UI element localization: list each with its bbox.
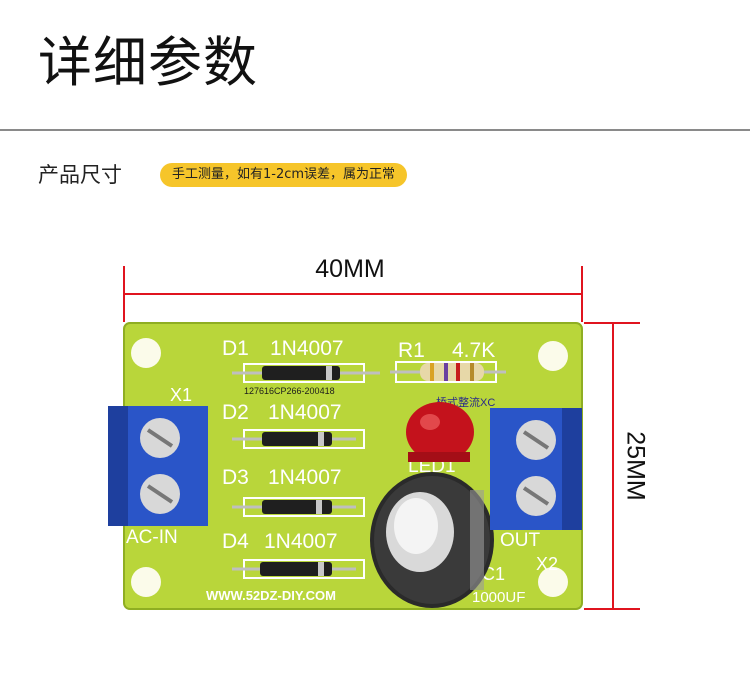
led-indicator: [406, 402, 474, 462]
website-label: WWW.52DZ-DIY.COM: [206, 588, 336, 603]
d2-label: D2: [222, 401, 249, 424]
d4-part: 1N4007: [264, 530, 338, 553]
terminal-x2: [490, 408, 582, 530]
mount-hole: [131, 338, 161, 368]
d1-part: 1N4007: [270, 337, 344, 360]
diode-d1: [232, 363, 380, 383]
size-section-label: 产品尺寸: [38, 163, 122, 187]
x2-label: X2: [536, 554, 558, 574]
diode-d2: [232, 429, 365, 449]
resistor-r1: [390, 361, 506, 383]
capacitor-c1: [370, 472, 494, 608]
width-label: 40MM: [315, 255, 384, 283]
serial-number: 127616CP266-200418: [244, 386, 335, 396]
d1-label: D1: [222, 337, 249, 360]
mount-hole: [538, 567, 568, 597]
pcb-board: D1 1N4007 127616CP266-200418 D2 1N4007 D…: [108, 322, 583, 610]
out-label: OUT: [500, 530, 541, 551]
d3-label: D3: [222, 466, 249, 489]
diode-d4: [232, 559, 365, 579]
height-dimension: 25MM: [584, 322, 649, 610]
measurement-note-badge: 手工测量，如有1-2cm误差，属为正常: [160, 163, 408, 187]
r1-label: R1: [398, 339, 425, 362]
cap-value: 1000UF: [472, 589, 525, 606]
r1-value: 4.7K: [452, 339, 495, 362]
diode-d3: [232, 497, 365, 517]
ac-in-label: AC-IN: [126, 527, 178, 548]
mount-hole: [538, 341, 568, 371]
header-divider: [0, 129, 750, 131]
page-title: 详细参数: [38, 31, 258, 94]
terminal-x1: [108, 406, 208, 526]
mount-hole: [131, 567, 161, 597]
x1-label: X1: [170, 385, 192, 405]
d4-label: D4: [222, 530, 249, 553]
width-dimension: 40MM: [123, 255, 583, 322]
d3-part: 1N4007: [268, 466, 342, 489]
d2-part: 1N4007: [268, 401, 342, 424]
height-label: 25MM: [621, 431, 649, 500]
